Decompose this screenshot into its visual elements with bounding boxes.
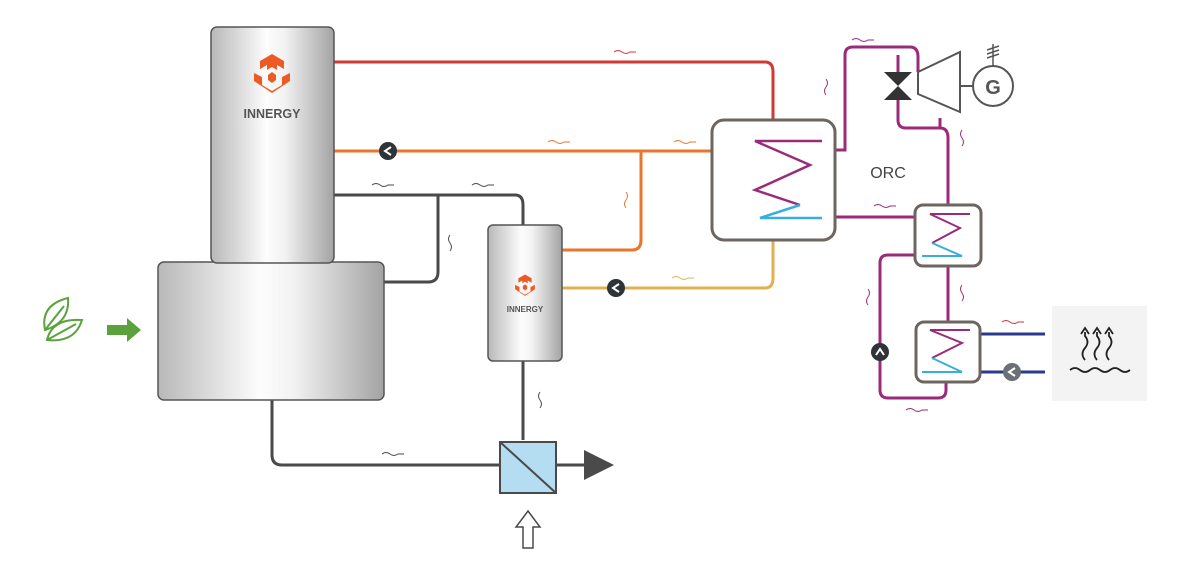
valve-icon bbox=[884, 72, 912, 100]
innergy-small-logo-icon bbox=[515, 274, 535, 296]
orc-turbine-outlet-pipe bbox=[938, 118, 950, 205]
flue-gas-pipe bbox=[334, 193, 525, 225]
heat-output-box bbox=[1052, 306, 1147, 401]
pump-icon bbox=[1003, 363, 1021, 381]
orc-valve-outlet-pipe bbox=[896, 100, 940, 130]
secondary-unit-brand: INNERGY bbox=[507, 305, 544, 314]
hot-supply-pipe bbox=[334, 60, 775, 120]
filter-box bbox=[499, 441, 557, 494]
ash-return-pipe bbox=[270, 400, 500, 467]
condenser-coil-hot bbox=[929, 329, 970, 359]
orc-label: ORC bbox=[870, 165, 906, 182]
turbine-icon bbox=[917, 50, 961, 114]
main-unit-brand: INNERGY bbox=[244, 107, 302, 121]
flow-indicator bbox=[371, 38, 1024, 456]
recuperator-coil-hot bbox=[929, 213, 970, 244]
main-heat-exchanger bbox=[710, 118, 837, 242]
flue-gas-bypass-pipe bbox=[383, 195, 440, 284]
yellow-loop-pipe bbox=[562, 240, 775, 290]
furnace-base bbox=[157, 261, 385, 401]
main-hx-coil-cold bbox=[759, 203, 822, 220]
orange-branch-pipe bbox=[562, 151, 643, 252]
recuperator-coil-cold bbox=[922, 242, 963, 257]
pump-icon bbox=[607, 279, 625, 297]
heat-waves-icon bbox=[1069, 326, 1131, 373]
boiler-tower bbox=[210, 26, 335, 264]
secondary-unit bbox=[487, 224, 563, 362]
main-hx-coil-hot bbox=[751, 139, 822, 207]
orc-vapor-pipe bbox=[835, 45, 920, 152]
pump-icon bbox=[871, 343, 889, 361]
orc-return-loop-pipe bbox=[878, 253, 948, 400]
generator-label: G bbox=[985, 77, 1001, 99]
innergy-logo-icon bbox=[254, 54, 290, 93]
air-inlet-arrow-icon bbox=[514, 509, 542, 549]
condenser-coil-cold bbox=[922, 357, 963, 373]
leaf-icon bbox=[43, 296, 84, 342]
pump-icon bbox=[379, 142, 397, 160]
power-line-icon bbox=[986, 44, 1000, 66]
fuel-input-arrow-icon bbox=[107, 318, 141, 342]
condenser bbox=[914, 320, 982, 384]
